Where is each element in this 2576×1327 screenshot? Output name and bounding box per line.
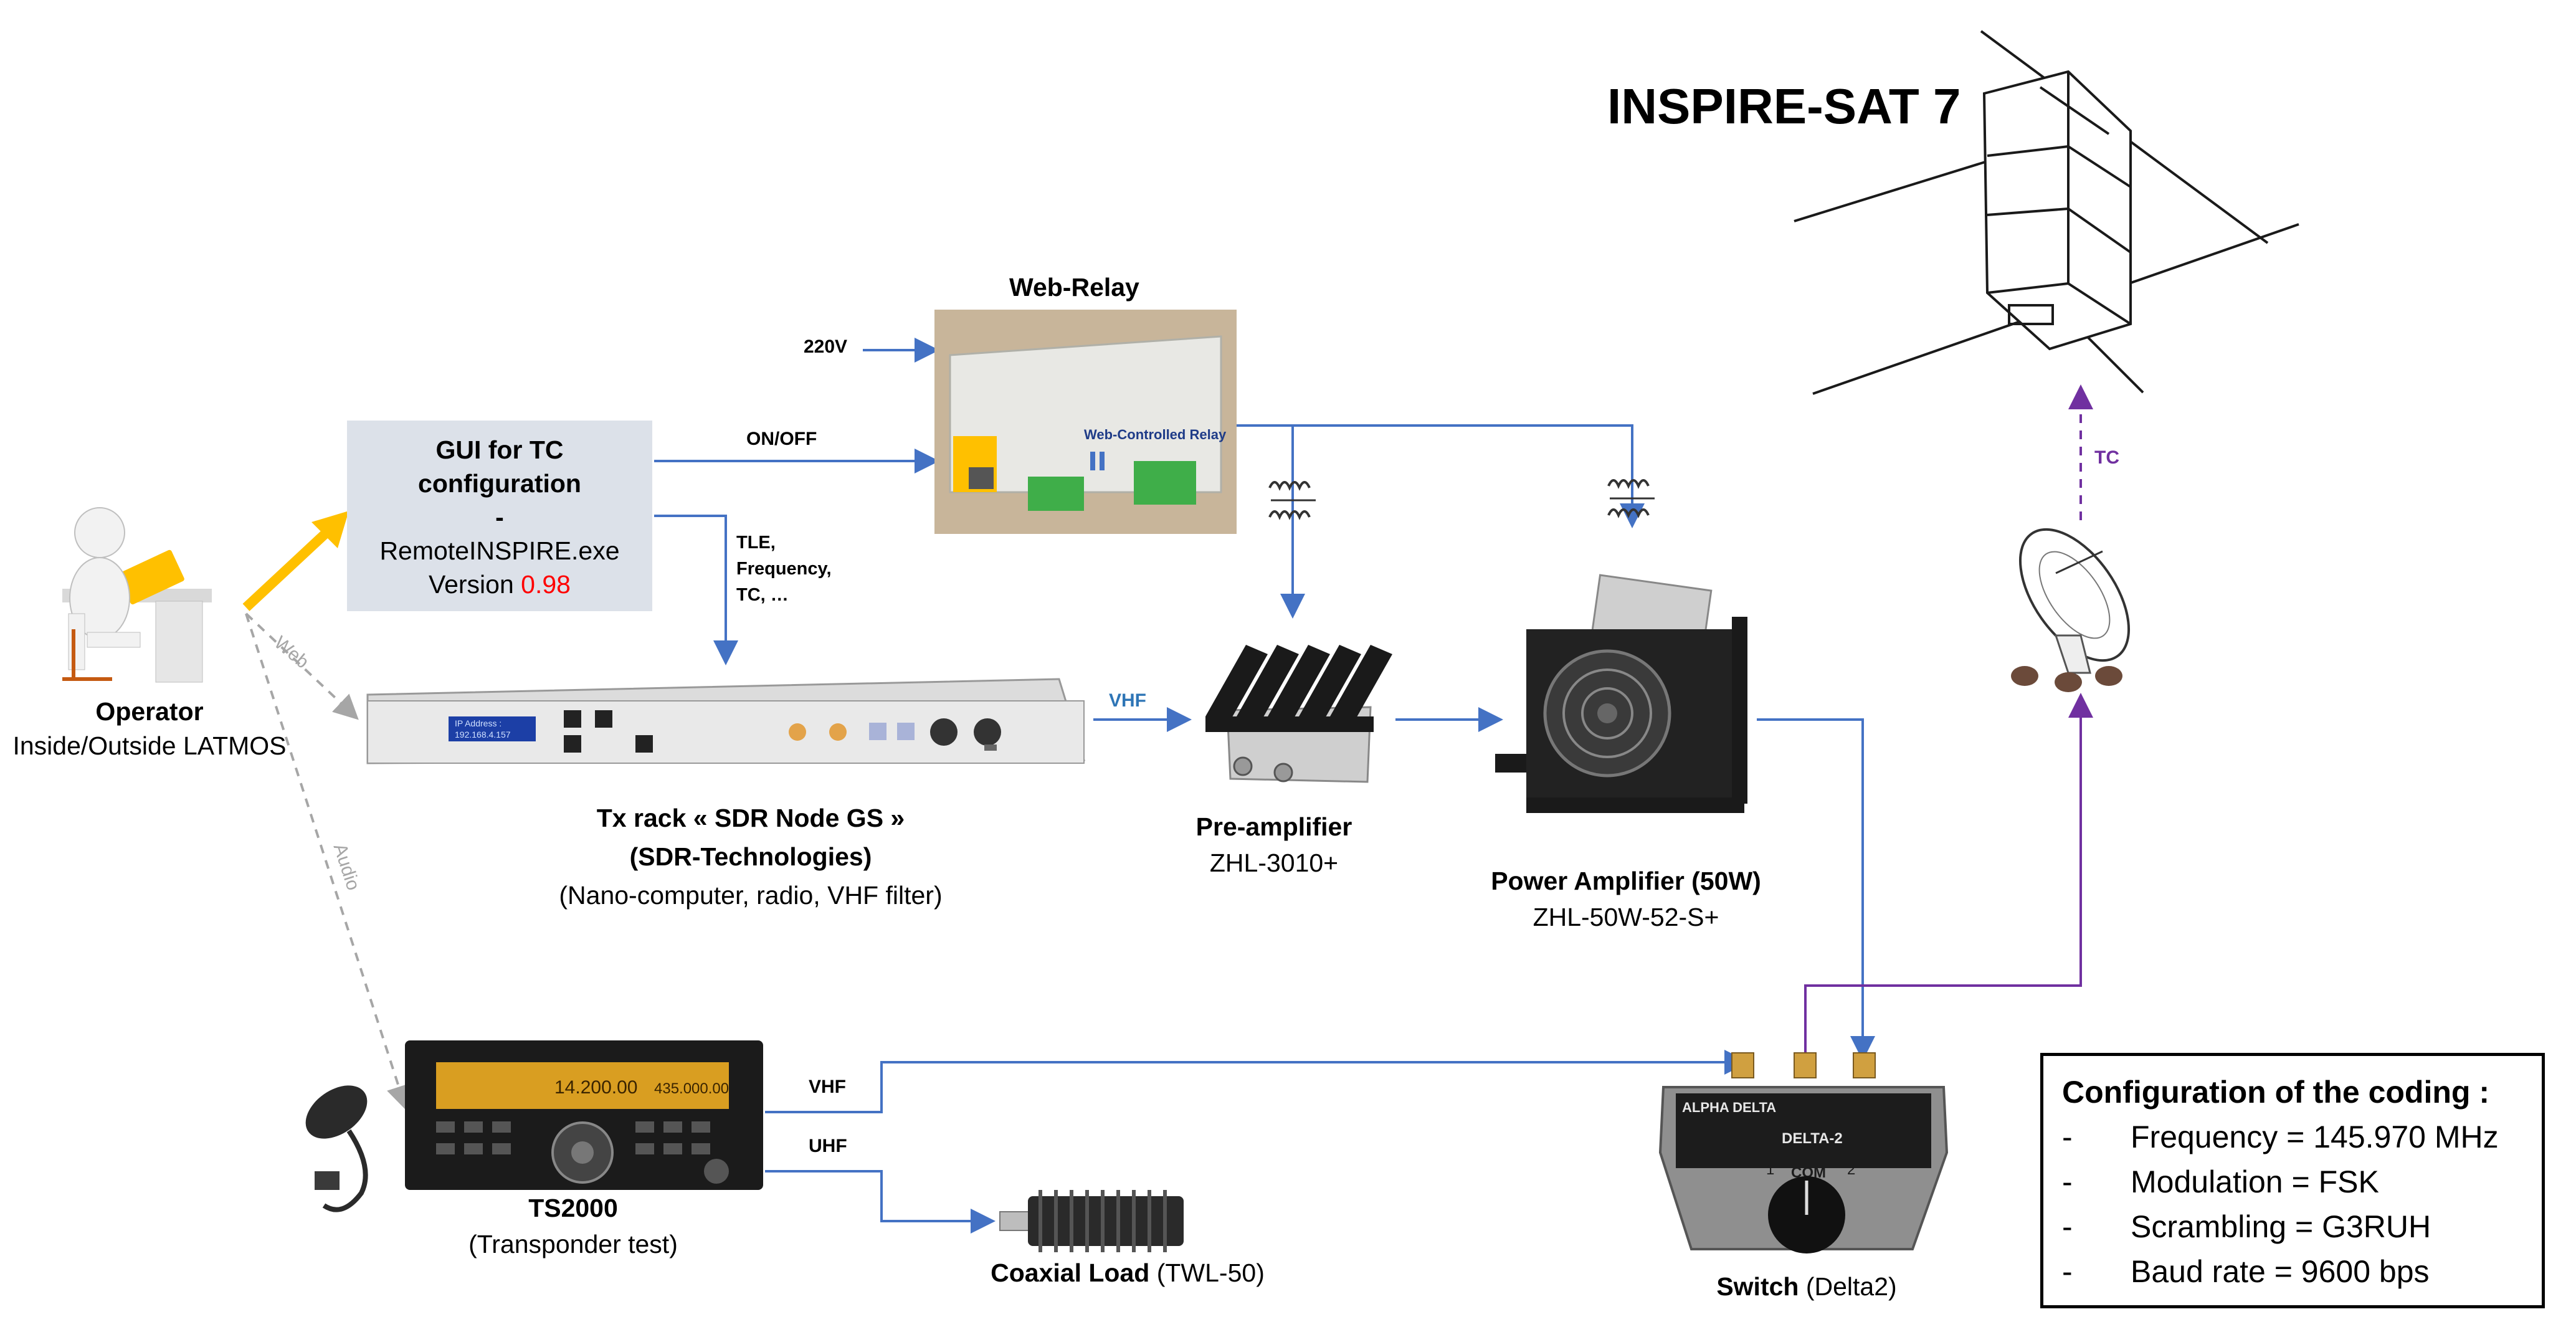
config-item-dash: -	[2062, 1209, 2073, 1244]
tc-link-label: TC	[2094, 447, 2119, 468]
gui-tc-configuration-box: GUI for TC configuration - RemoteINSPIRE…	[347, 421, 652, 611]
switch-port1-text: 1	[1766, 1161, 1774, 1178]
antenna-dish-icon	[2011, 528, 2131, 692]
config-item-text: Modulation = FSK	[2131, 1164, 2379, 1199]
vhf-txrack-label: VHF	[1109, 690, 1146, 711]
coaxial-load-model: (TWL-50)	[1156, 1258, 1265, 1287]
tx-rack-device: IP Address : 192.168.4.157	[366, 678, 1086, 764]
power-amplifier-model: ZHL-50W-52-S+	[1533, 903, 1719, 931]
operator-to-gui-arrow	[242, 520, 340, 611]
web-relay-label: Web-Relay	[1009, 273, 1139, 302]
coaxial-load-label: Coaxial Load (TWL-50)	[972, 1258, 1283, 1288]
uhf-ts2000-label: UHF	[809, 1136, 847, 1156]
web-relay-device: Web-Controlled Relay	[934, 310, 1237, 534]
power-amplifier-device	[1495, 574, 1747, 813]
config-item-dash: -	[2062, 1120, 2073, 1154]
ts2000-freq-display-2: 435.000.00	[654, 1080, 729, 1097]
switch-port2-text: 2	[1847, 1161, 1855, 1178]
inductor-icon-poweramp	[1607, 479, 1655, 518]
web-relay-device-text: Web-Controlled Relay	[1084, 427, 1227, 442]
config-title: Configuration of the coding :	[2062, 1075, 2489, 1110]
switch-label: Switch (Delta2)	[1670, 1272, 1944, 1301]
tx-rack-screen-line2: 192.168.4.157	[455, 730, 511, 740]
tle-label-line3: TC, …	[736, 585, 789, 605]
tx-rack-line1: Tx rack « SDR Node GS »	[596, 804, 905, 832]
ts2000-name: TS2000	[528, 1194, 618, 1222]
operator-label: Operator Inside/Outside LATMOS	[12, 695, 287, 763]
audio-link-arrow	[245, 613, 411, 1111]
config-item: - Baud rate = 9600 bps	[2062, 1249, 2523, 1294]
tle-label-line1: TLE,	[736, 533, 776, 553]
ts2000-device: 14.200.00 435.000.00	[405, 1040, 763, 1190]
config-item-text: Baud rate = 9600 bps	[2131, 1254, 2430, 1289]
switch-to-antenna-arrow	[1804, 693, 2093, 1053]
gui-to-txrack-arrow	[654, 515, 738, 665]
satellite-title: INSPIRE-SAT 7	[1607, 78, 1961, 134]
power-220v-label: 220V	[804, 336, 848, 357]
ts2000-uhf-to-load-arrow	[765, 1170, 996, 1234]
config-item-text: Frequency = 145.970 MHz	[2131, 1120, 2499, 1154]
config-item-text: Scrambling = G3RUH	[2131, 1209, 2431, 1244]
inductor-icon-preamp	[1268, 481, 1316, 520]
operator-name: Operator	[95, 697, 204, 726]
pre-amplifier-name: Pre-amplifier	[1195, 812, 1352, 841]
gui-version-label: Version	[429, 570, 514, 599]
switch-device-model-text: DELTA-2	[1782, 1130, 1843, 1147]
coding-configuration-box: Configuration of the coding : - Frequency…	[2040, 1053, 2545, 1308]
switch-model: (Delta2)	[1805, 1272, 1897, 1301]
operator-icon	[62, 507, 212, 683]
gui-exe-name: RemoteINSPIRE.exe	[379, 536, 620, 565]
vhf-ts2000-label: VHF	[809, 1077, 846, 1097]
pre-amplifier-device	[1205, 645, 1392, 783]
config-item-dash: -	[2062, 1254, 2073, 1289]
tle-frequency-tc-label: TLE, Frequency, TC, …	[736, 530, 832, 608]
relay-power-line	[1237, 424, 1645, 528]
tx-rack-label: Tx rack « SDR Node GS » (SDR-Technologie…	[486, 799, 1015, 915]
ts2000-purpose: (Transponder test)	[468, 1230, 678, 1258]
gui-version-number: 0.98	[521, 570, 571, 599]
switch-name: Switch	[1716, 1272, 1799, 1301]
switch-brand-text: ALPHA DELTA	[1682, 1100, 1776, 1115]
switch-device: ALPHA DELTA DELTA-2 COM 1 2	[1658, 1052, 1949, 1253]
operator-location: Inside/Outside LATMOS	[12, 731, 287, 760]
config-item: - Scrambling = G3RUH	[2062, 1204, 2523, 1249]
tx-rack-screen-line1: IP Address :	[455, 718, 501, 728]
coaxial-load-device	[999, 1190, 1184, 1252]
ts2000-freq-display-1: 14.200.00	[554, 1077, 637, 1098]
on-off-label: ON/OFF	[746, 429, 817, 449]
gui-title-line2: configuration	[418, 469, 581, 498]
config-item-dash: -	[2062, 1164, 2073, 1199]
power-amplifier-label: Power Amplifier (50W) ZHL-50W-52-S+	[1464, 863, 1788, 935]
pre-amplifier-label: Pre-amplifier ZHL-3010+	[1171, 809, 1377, 881]
coaxial-load-name: Coaxial Load	[991, 1258, 1150, 1287]
tx-rack-line3: (Nano-computer, radio, VHF filter)	[559, 881, 943, 910]
tx-rack-line2: (SDR-Technologies)	[629, 842, 872, 871]
ts2000-label: TS2000 (Transponder test)	[436, 1190, 710, 1262]
gui-version: Version 0.98	[347, 568, 652, 601]
power-amplifier-name: Power Amplifier (50W)	[1491, 867, 1761, 895]
microphone-icon	[305, 1085, 368, 1212]
config-item: - Frequency = 145.970 MHz	[2062, 1115, 2523, 1159]
pre-amplifier-model: ZHL-3010+	[1209, 849, 1339, 877]
config-item: - Modulation = FSK	[2062, 1159, 2523, 1204]
ts2000-vhf-to-switch-arrow	[765, 1050, 1749, 1113]
gui-title-line1: GUI for TC	[435, 435, 564, 464]
operator-to-gui-arrowhead	[311, 511, 349, 548]
gui-separator: -	[495, 503, 504, 531]
poweramp-to-switch-arrow	[1757, 718, 1875, 1061]
satellite-icon	[1794, 30, 2299, 395]
tle-label-line2: Frequency,	[736, 559, 832, 579]
